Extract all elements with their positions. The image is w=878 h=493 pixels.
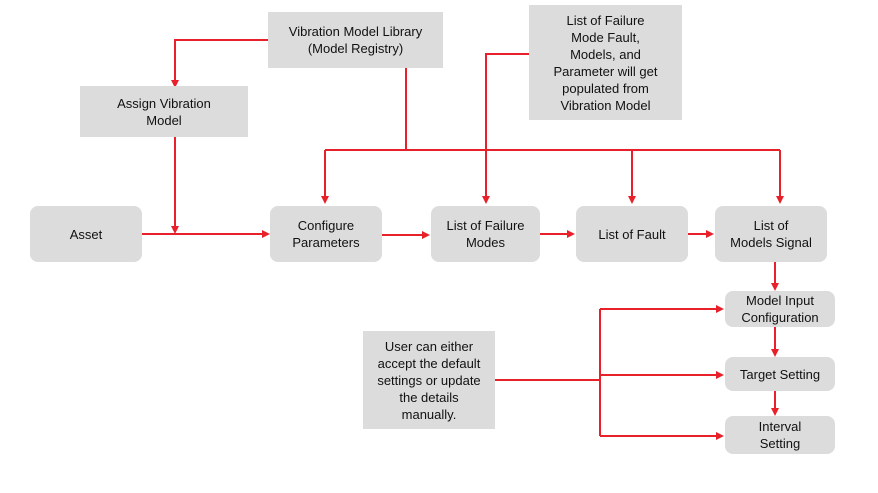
interval-setting-node: Interval Setting bbox=[725, 416, 835, 454]
list-of-fault-label: List of Fault bbox=[598, 226, 666, 242]
target-setting-node: Target Setting bbox=[725, 357, 835, 391]
target-setting-label: Target Setting bbox=[739, 366, 821, 382]
vibration-model-library-label: Vibration Model Library (Model Registry) bbox=[288, 24, 423, 56]
list-of-fault-node: List of Fault bbox=[576, 206, 688, 262]
arrow-library-to-assign bbox=[171, 39, 268, 88]
arrow-note-to-failure-modes bbox=[482, 53, 529, 204]
user-note-box: User can either accept the default setti… bbox=[363, 331, 495, 429]
user-note-label: User can either accept the default setti… bbox=[377, 338, 481, 422]
list-of-models-signal-node: List of Models Signal bbox=[715, 206, 827, 262]
configure-parameters-node: Configure Parameters bbox=[270, 206, 382, 262]
failure-note-box: List of Failure Mode Fault, Models, and … bbox=[529, 5, 682, 120]
model-input-configuration-node: Model Input Configuration bbox=[725, 291, 835, 327]
failure-note-label: List of Failure Mode Fault, Models, and … bbox=[553, 12, 658, 113]
list-of-failure-modes-node: List of Failure Modes bbox=[431, 206, 540, 262]
model-input-configuration-label: Model Input Configuration bbox=[741, 293, 819, 325]
vibration-model-library-box: Vibration Model Library (Model Registry) bbox=[268, 12, 443, 68]
asset-label: Asset bbox=[69, 226, 103, 242]
configure-parameters-label: Configure Parameters bbox=[292, 218, 360, 250]
assign-vibration-model-label: Assign Vibration Model bbox=[117, 95, 211, 128]
interval-setting-label: Interval Setting bbox=[758, 419, 802, 451]
list-of-models-signal-label: List of Models Signal bbox=[730, 218, 812, 250]
list-of-failure-modes-label: List of Failure Modes bbox=[446, 218, 525, 250]
assign-vibration-model-box: Assign Vibration Model bbox=[80, 86, 248, 137]
asset-node: Asset bbox=[30, 206, 142, 262]
